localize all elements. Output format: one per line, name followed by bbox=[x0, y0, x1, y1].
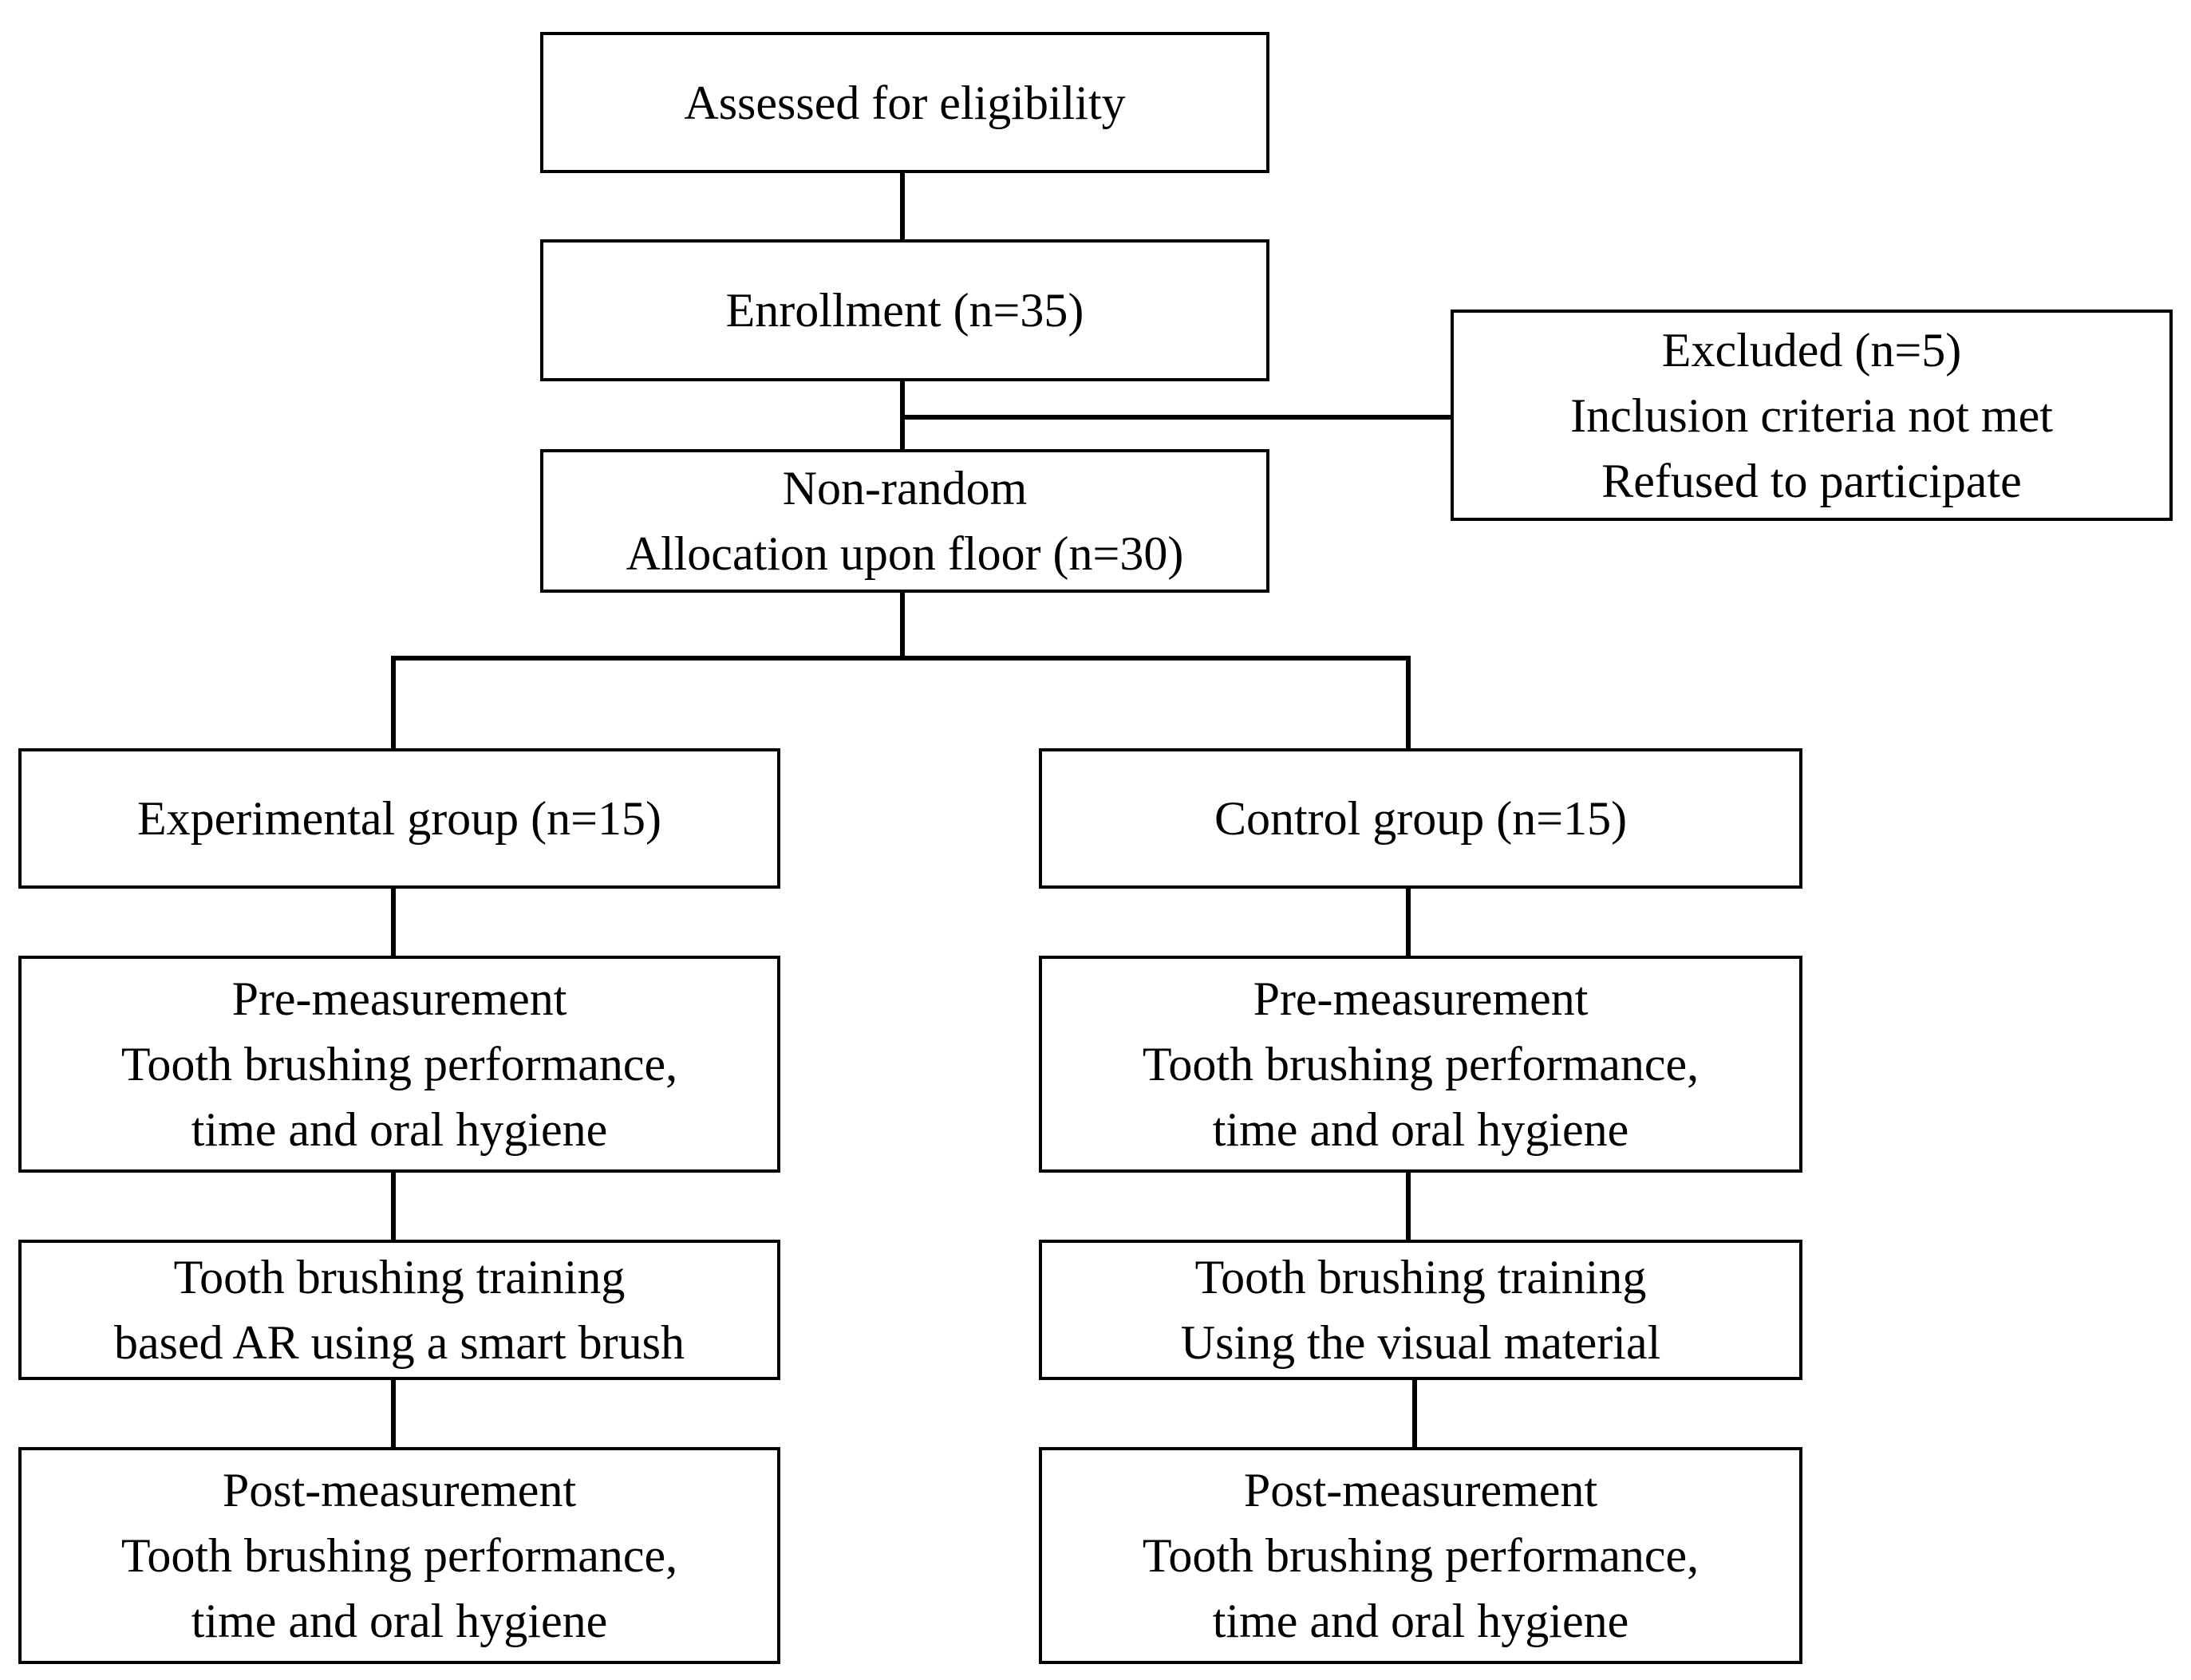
control-post-line-3: time and oral hygiene bbox=[1212, 1595, 1629, 1647]
experimental-pre-line-2: Tooth brushing performance, bbox=[120, 1038, 678, 1090]
experimental-pre-measurement-box: Pre-measurement Tooth brushing performan… bbox=[18, 956, 780, 1173]
control-pre-line-1: Pre-measurement bbox=[1253, 972, 1589, 1025]
control-training-line-2: Using the visual material bbox=[1180, 1316, 1661, 1369]
experimental-group-box: Experimental group (n=15) bbox=[18, 748, 780, 889]
assessed-line-1: Assessed for eligibility bbox=[684, 76, 1126, 129]
connector-exp-training-post bbox=[391, 1378, 396, 1449]
assessed-box: Assessed for eligibility bbox=[540, 32, 1269, 173]
connector-exp-pre-training bbox=[391, 1171, 396, 1241]
experimental-group-line-1: Experimental group (n=15) bbox=[137, 792, 661, 845]
control-post-line-1: Post-measurement bbox=[1243, 1464, 1598, 1516]
excluded-line-1: Excluded (n=5) bbox=[1661, 323, 1962, 377]
control-training-line-1: Tooth brushing training bbox=[1194, 1251, 1647, 1303]
excluded-line-2: Inclusion criteria not met bbox=[1570, 388, 2053, 442]
connector-exp-group-pre bbox=[391, 887, 396, 957]
allocation-box: Non-random Allocation upon floor (n=30) bbox=[540, 449, 1269, 593]
experimental-post-measurement-box: Post-measurement Tooth brushing performa… bbox=[18, 1447, 780, 1664]
connector-split-control bbox=[1406, 656, 1411, 750]
experimental-pre-line-1: Pre-measurement bbox=[231, 972, 567, 1025]
excluded-box: Excluded (n=5) Inclusion criteria not me… bbox=[1451, 310, 2173, 521]
experimental-post-line-1: Post-measurement bbox=[222, 1464, 577, 1516]
experimental-post-line-3: time and oral hygiene bbox=[191, 1595, 608, 1647]
control-group-line-1: Control group (n=15) bbox=[1214, 792, 1628, 845]
experimental-training-line-1: Tooth brushing training bbox=[173, 1251, 626, 1303]
control-pre-line-2: Tooth brushing performance, bbox=[1142, 1038, 1700, 1090]
enrollment-line-1: Enrollment (n=35) bbox=[725, 284, 1084, 337]
control-group-box: Control group (n=15) bbox=[1039, 748, 1802, 889]
excluded-line-3: Refused to participate bbox=[1601, 454, 2022, 507]
connector-ctrl-pre-training bbox=[1406, 1171, 1411, 1241]
connector-to-excluded bbox=[900, 415, 1452, 420]
experimental-training-line-2: based AR using a smart brush bbox=[114, 1316, 685, 1369]
connector-assessed-enrollment bbox=[900, 172, 905, 239]
connector-split-experimental bbox=[391, 656, 396, 750]
control-post-measurement-box: Post-measurement Tooth brushing performa… bbox=[1039, 1447, 1802, 1664]
control-pre-measurement-box: Pre-measurement Tooth brushing performan… bbox=[1039, 956, 1802, 1173]
connector-ctrl-training-post bbox=[1412, 1378, 1417, 1449]
connector-allocation-split bbox=[900, 590, 905, 658]
connector-split-horizontal bbox=[391, 656, 1411, 661]
control-training-box: Tooth brushing training Using the visual… bbox=[1039, 1240, 1802, 1380]
experimental-pre-line-3: time and oral hygiene bbox=[191, 1103, 608, 1156]
connector-ctrl-group-pre bbox=[1406, 887, 1411, 957]
experimental-training-box: Tooth brushing training based AR using a… bbox=[18, 1240, 780, 1380]
control-pre-line-3: time and oral hygiene bbox=[1212, 1103, 1629, 1156]
allocation-line-2: Allocation upon floor (n=30) bbox=[626, 527, 1184, 580]
control-post-line-2: Tooth brushing performance, bbox=[1142, 1529, 1700, 1582]
enrollment-box: Enrollment (n=35) bbox=[540, 239, 1269, 381]
allocation-line-1: Non-random bbox=[782, 462, 1028, 515]
experimental-post-line-2: Tooth brushing performance, bbox=[120, 1529, 678, 1582]
